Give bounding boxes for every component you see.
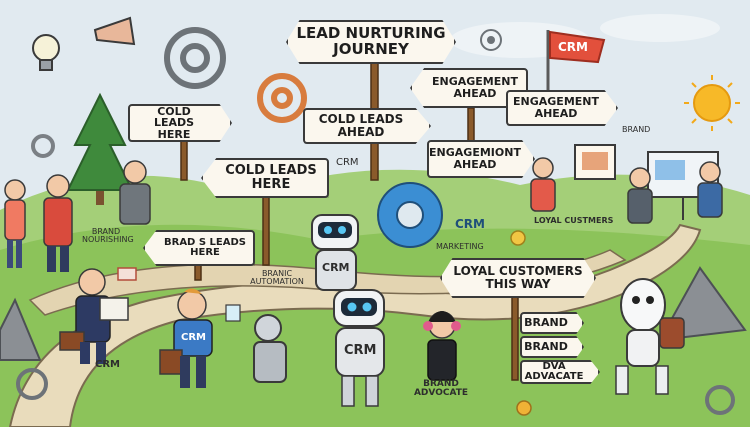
sign-cold-leads-here-2: COLD LEADS HERE: [201, 158, 329, 198]
sign-cold-leads-here: COLD LEADS HERE: [128, 104, 232, 142]
sign-brads-leads-here: BRAD S LEADS HERE: [143, 230, 255, 266]
label-branic-automation: BRANIC AUTOMATION: [250, 269, 304, 287]
gear-icon-orange: [257, 73, 307, 123]
angry-man-left: [43, 174, 73, 272]
label-crm-mid: CRM: [336, 157, 359, 168]
sign-dva-advacate: DVA ADVACATE: [520, 360, 600, 384]
sign-loyal-customers: LOYAL CUSTOMERS THIS WAY: [440, 258, 596, 298]
label-brand-top-right: BRAND: [622, 125, 651, 134]
title-sign: LEAD NURTURING JOURNEY: [286, 20, 456, 64]
boy-crm-shirt: [159, 288, 213, 388]
gear-icon-small-left: [31, 134, 55, 158]
white-mascot-right: [615, 278, 685, 395]
gear-icon-large-gray: [164, 27, 226, 89]
woman-headphones: [423, 311, 461, 381]
sign-brand-2: BRAND: [520, 336, 584, 358]
sign-engagement-ahead-mid: ENGAGEMIONT AHEAD: [427, 140, 535, 178]
label-brand-advocate-bottom: BRAND ADVOCATE: [413, 379, 469, 399]
lightbulb-icon: [32, 34, 60, 71]
label-loyal-customers-small: LOYAL CUSTMERS: [534, 216, 614, 225]
label-brand-nourishing: BRAND NOURISHING: [82, 227, 134, 245]
target-icon: [480, 29, 502, 51]
megaphone-icon: [93, 16, 136, 46]
robot-small-label: CRM: [322, 261, 350, 274]
sign-cold-leads-ahead: COLD LEADS AHEAD: [303, 108, 431, 144]
robot-big-center: [333, 289, 385, 407]
woman-left: [4, 179, 26, 268]
pine-tree: [66, 92, 134, 205]
woman-top-right: [530, 157, 556, 212]
men-presenting: [627, 161, 723, 224]
flag-label: CRM: [558, 40, 588, 54]
robot-big-label: CRM: [344, 343, 377, 358]
label-crm-gear: CRM: [455, 217, 485, 231]
sign-engagement-ahead-right: ENGAGEMENT AHEAD: [506, 90, 618, 126]
crm-flag: [546, 30, 606, 95]
label-marketing: MARKETING: [436, 242, 484, 251]
gear-icon-bottom-right: [705, 385, 735, 415]
label-crm-path-left: CRM: [95, 359, 120, 370]
gear-icon-bottom-left: [16, 368, 48, 400]
robot-small-gray: [253, 314, 287, 383]
easel-chart: [574, 144, 616, 180]
robot-small-top: [311, 214, 359, 291]
man-gray-suit: [119, 160, 151, 225]
sign-brand-1: BRAND: [520, 312, 584, 334]
sun-icon: [693, 84, 731, 122]
businessman-newspaper: [59, 268, 129, 364]
boy-shirt-label: CRM: [181, 332, 206, 343]
gear-icon-blue: [377, 182, 443, 248]
